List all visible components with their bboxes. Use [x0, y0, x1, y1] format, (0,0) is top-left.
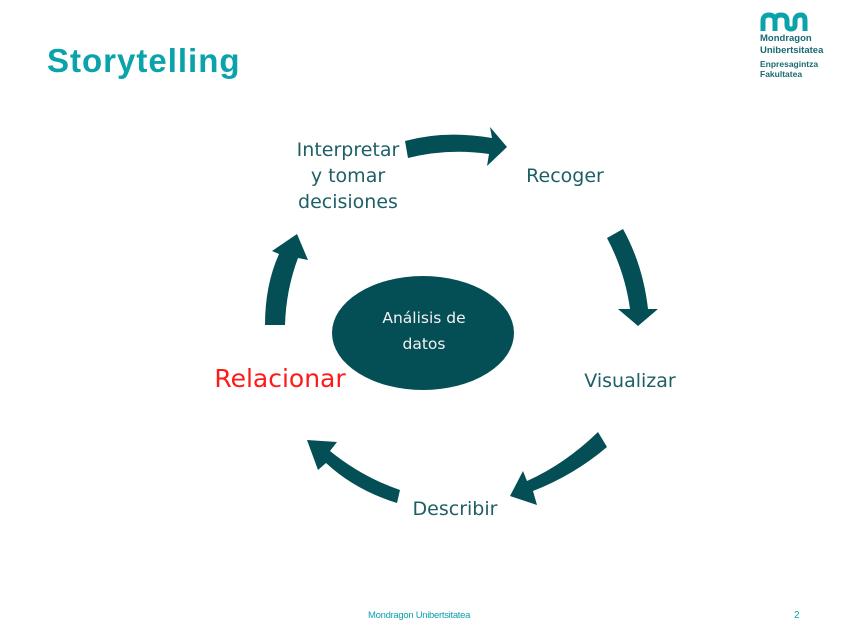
center-label-line2: datos	[402, 335, 446, 353]
footer-text: Mondragon Unibertsitatea	[368, 610, 471, 621]
logo-sub-line1: Enpresagintza	[760, 59, 819, 69]
step-visualizar: Visualizar	[584, 370, 676, 392]
arrow-to-recoger-icon	[405, 127, 507, 166]
page-number: 2	[794, 610, 800, 621]
step-describir: Describir	[412, 498, 498, 520]
logo-sub-line2: Fakultatea	[760, 68, 803, 79]
step-interpretar-line2: y tomar	[310, 165, 386, 187]
arrow-to-relacionar-icon	[307, 440, 400, 503]
step-recoger: Recoger	[526, 165, 604, 187]
slide-title: Storytelling	[47, 42, 241, 79]
arrow-to-describir-icon	[510, 432, 607, 505]
arrow-to-interpretar-icon	[265, 234, 308, 325]
center-label-line1: Análisis de	[382, 309, 466, 327]
step-interpretar: Interpretar y tomar decisiones	[278, 137, 418, 215]
step-relacionar: Relacionar	[214, 364, 346, 393]
arrow-to-visualizar-icon	[607, 229, 658, 326]
logo-name-line1: Mondragon	[760, 33, 812, 44]
step-interpretar-line1: Interpretar	[296, 139, 400, 161]
center-label: Análisis de datos	[334, 305, 514, 357]
university-logo: Mondragon Unibertsitatea Enpresagintza F…	[760, 12, 840, 79]
logo-mark-icon	[760, 12, 808, 32]
center-ellipse	[332, 276, 514, 390]
logo-name-line2: Unibertsitatea	[760, 45, 824, 56]
step-interpretar-line3: decisiones	[298, 191, 398, 213]
